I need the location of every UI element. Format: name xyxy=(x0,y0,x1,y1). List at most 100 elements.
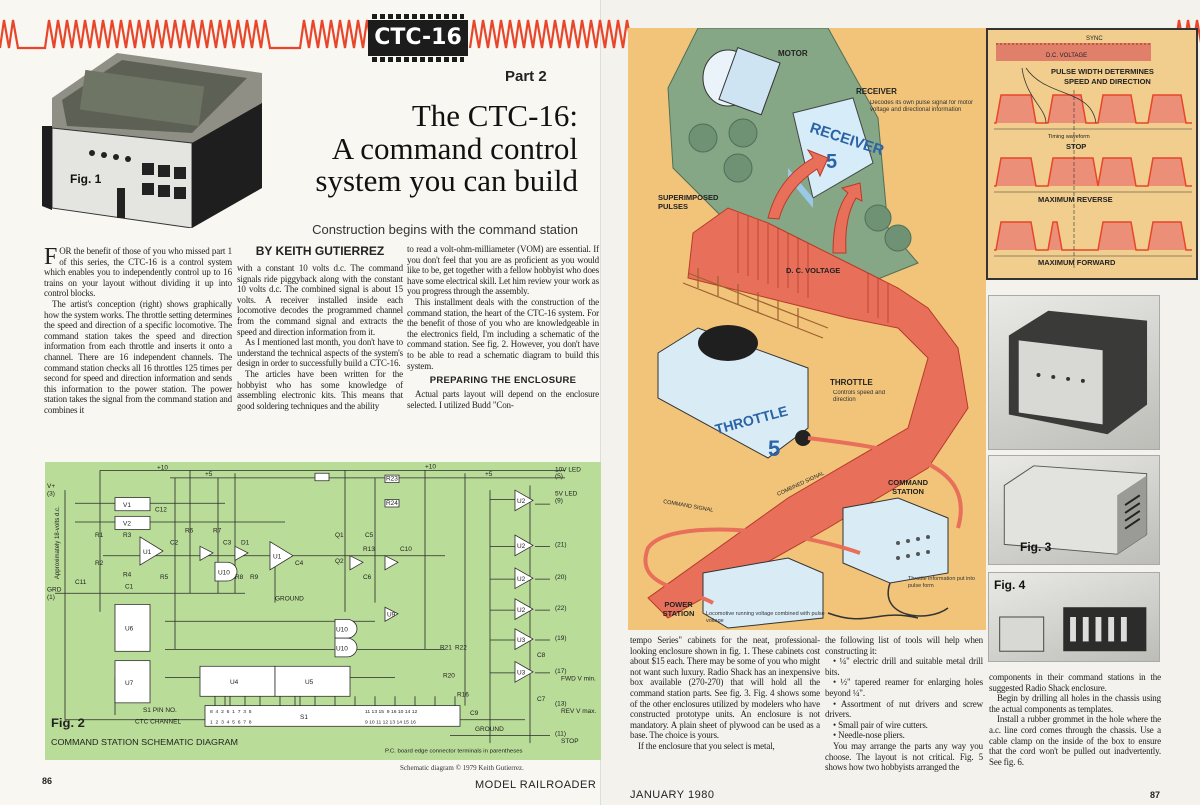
label-v1: V1 xyxy=(123,502,131,509)
label-u6: U6 xyxy=(125,626,134,633)
fig2-caption: COMMAND STATION SCHEMATIC DIAGRAM xyxy=(51,737,238,747)
terminal-label: REV V max. xyxy=(561,708,597,715)
output-terminal: (11)STOP xyxy=(555,731,579,745)
terminal-pin: (13) xyxy=(555,701,567,708)
label-c2: C2 xyxy=(170,540,179,547)
label-c3: C3 xyxy=(223,540,232,547)
tool-list-item: • Needle-nose pliers. xyxy=(833,730,905,741)
label-r13: R13 xyxy=(363,546,375,553)
s1-pins-1-8: 8 4 2 6 1 7 3 5 xyxy=(210,709,252,715)
label-r3: R3 xyxy=(123,532,132,539)
label-v2: V2 xyxy=(123,521,131,528)
receiver-label: RECEIVER xyxy=(856,87,897,96)
fig1-photo-command-station xyxy=(42,53,262,228)
stop-label: STOP xyxy=(1066,142,1086,151)
label-u5: U5 xyxy=(305,679,314,686)
output-terminal: (20) xyxy=(555,574,567,581)
label-u2: U2 xyxy=(517,607,526,614)
label-c10: C10 xyxy=(400,546,412,553)
pulse-train xyxy=(994,221,1192,251)
timing-waveform-label: Timing waveform xyxy=(1048,134,1090,140)
terminal-label: FWD V min. xyxy=(561,676,596,683)
motor-drawing xyxy=(702,47,781,116)
byline: BY KEITH GUTIERREZ xyxy=(255,244,385,258)
label-r2: R2 xyxy=(95,560,104,567)
label-r5: R5 xyxy=(160,574,169,581)
page-number-right: 87 xyxy=(1150,790,1161,800)
dc-voltage-label: D. C. VOLTAGE xyxy=(786,266,840,275)
title-line: system you can build xyxy=(315,163,578,199)
terminal-pin: (5) xyxy=(555,473,563,480)
label-c4: C4 xyxy=(295,560,304,567)
terminal-label: 10V LED xyxy=(555,467,581,474)
command-station-label: COMMAND STATION xyxy=(888,478,928,496)
label-ground: GROUND xyxy=(475,726,504,733)
terminal-pin: (17) xyxy=(555,668,567,675)
label-s1: S1 xyxy=(300,714,308,721)
ctc-channels-1-8: 1 2 3 4 5 6 7 8 xyxy=(210,720,252,726)
waveform-title-line2: SPEED AND DIRECTION xyxy=(1064,77,1151,86)
pulse-waveform-diagram: SYNC D.C. VOLTAGE PULSE WIDTH DETERMINES… xyxy=(986,28,1198,280)
label-ground: GROUND xyxy=(275,596,304,603)
label-c1: C1 xyxy=(125,584,134,591)
throttle-description: Controls speed and direction xyxy=(833,390,886,403)
left-column-3: to read a volt-ohm-milliameter (VOM) are… xyxy=(407,244,599,410)
right-column-1: tempo Series" cabinets for the neat, pro… xyxy=(630,635,820,752)
label-plus5: +5 xyxy=(205,471,213,478)
label-u2: U2 xyxy=(517,498,526,505)
issue-date: JANUARY 1980 xyxy=(630,789,715,801)
paragraph: The artist's conception (right) shows gr… xyxy=(44,298,232,415)
fig3-label: Fig. 3 xyxy=(1020,540,1052,554)
paragraph: Install a rubber grommet in the hole whe… xyxy=(989,714,1161,767)
label-ctc-channel: CTC CHANNEL xyxy=(135,719,182,726)
output-terminal: (13)REV V max. xyxy=(555,701,597,715)
label-r22: R22 xyxy=(455,645,467,652)
label-u3: U3 xyxy=(517,637,526,644)
part-number: Part 2 xyxy=(505,68,547,85)
output-terminal: (22) xyxy=(555,605,567,612)
paragraph: Actual parts layout will depend on the e… xyxy=(407,389,599,410)
paragraph-text: OR the benefit of those of you who misse… xyxy=(44,246,232,299)
label-vplus: V+ xyxy=(47,483,55,490)
fig2-label: Fig. 2 xyxy=(51,717,85,731)
waveform-title-line1: PULSE WIDTH DETERMINES xyxy=(1051,67,1154,76)
label-c11: C11 xyxy=(75,579,87,586)
output-terminal: (21) xyxy=(555,542,567,549)
magazine-name: MODEL RAILROADER xyxy=(475,779,597,791)
left-column-2: BY KEITH GUTIERREZ with a constant 10 vo… xyxy=(237,244,403,411)
ctc-channels-9-16: 9 10 11 12 13 14 15 16 xyxy=(365,720,416,726)
power-station-description: Locomotive running voltage combined with… xyxy=(706,611,825,624)
label-c7: C7 xyxy=(537,696,546,703)
label-u7: U7 xyxy=(125,680,134,687)
paragraph: You may arrange the parts any way you ch… xyxy=(825,740,983,773)
page-number-left: 86 xyxy=(42,776,53,786)
output-terminal: 10V LED(5) xyxy=(555,467,581,480)
tool-list-item: • ½" tapered reamer for enlarging holes … xyxy=(825,677,983,698)
paragraph: the following list of tools will help wh… xyxy=(825,635,983,656)
system-conception-illustration: RECEIVER 5 THROTTLE 5 MOTOR RECEIVER Dec… xyxy=(628,28,986,630)
receiver-box-number: 5 xyxy=(826,151,837,173)
throttle-box: THROTTLE 5 xyxy=(657,325,811,461)
output-terminal: 5V LED(9) xyxy=(555,491,578,504)
label-u3: U3 xyxy=(517,670,526,677)
fig3-photo-radio-shack-box xyxy=(988,455,1160,565)
paragraph: with a constant 10 volts d.c. The comman… xyxy=(237,263,403,337)
label-r20: R20 xyxy=(443,673,455,680)
max-forward-label: MAXIMUM FORWARD xyxy=(1038,258,1116,267)
power-station-label: POWER STATION xyxy=(662,600,695,618)
label-r21: R21 xyxy=(440,645,452,652)
label-u4: U4 xyxy=(230,679,239,686)
label-supply-voltage: Approximately 18-volts d.c. xyxy=(54,506,61,579)
tools-list: • ¼" electric drill and suitable metal d… xyxy=(825,656,983,741)
label-r16: R16 xyxy=(457,691,469,698)
terminal-pin: (9) xyxy=(555,497,563,504)
terminal-label: 5V LED xyxy=(555,491,578,498)
receiver-box: RECEIVER 5 xyxy=(788,97,886,208)
label-c9: C9 xyxy=(470,710,479,717)
label-s1-pin-no: S1 PIN NO. xyxy=(143,707,177,714)
command-station-description: Throttle information put into pulse form xyxy=(908,576,975,589)
label-plus5: +5 xyxy=(485,471,493,478)
throttle-label: THROTTLE xyxy=(830,378,873,387)
paragraph: Begin by drilling all holes in the chass… xyxy=(989,693,1161,714)
